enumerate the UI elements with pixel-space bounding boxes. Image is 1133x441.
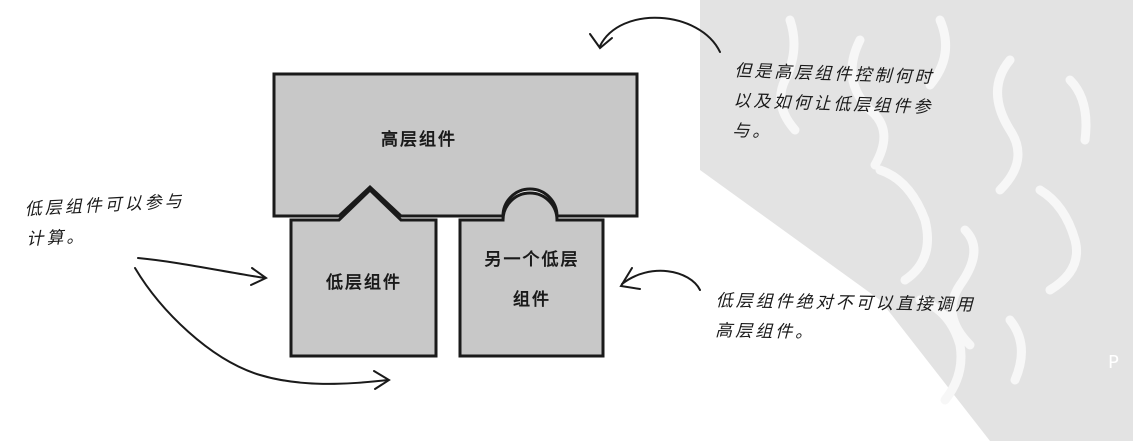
low-level-component-box xyxy=(289,187,438,358)
note-never-call-high-level: 低层组件绝对不可以直接调用 高层组件。 xyxy=(715,286,976,351)
curved-arrow-to-below xyxy=(134,267,389,385)
another-low-level-component-label-line2: 组件 xyxy=(513,290,551,310)
arrowhead-below xyxy=(373,370,391,390)
curved-arrow-to-high-level xyxy=(599,16,721,53)
arrowhead-high-level xyxy=(589,33,613,50)
note-never-call-high-level-line1: 低层组件绝对不可以直接调用 xyxy=(715,290,976,316)
note-never-call-high-level-line2: 高层组件。 xyxy=(715,320,816,343)
watermark-letter: P xyxy=(1108,352,1119,373)
arrowhead-low-level xyxy=(250,267,268,286)
low-level-component-label: 低层组件 xyxy=(326,273,402,293)
high-level-component-label: 高层组件 xyxy=(381,130,457,150)
arrows xyxy=(134,16,721,390)
note-low-level-participates: 低层组件可以参与 计算。 xyxy=(24,187,187,255)
curved-arrow-to-another-low-level xyxy=(621,269,701,291)
curved-arrow-to-low-level xyxy=(137,257,266,279)
watermark-shape xyxy=(700,0,1133,441)
note-high-level-controls: 但是高层组件控制何时 以及如何让低层组件参 与。 xyxy=(732,56,935,153)
high-level-component-box xyxy=(272,72,639,218)
watermark-strokes xyxy=(776,15,1091,405)
another-low-level-component-label-line1: 另一个低层 xyxy=(484,250,580,270)
arrowhead-another-low-level xyxy=(619,267,641,290)
